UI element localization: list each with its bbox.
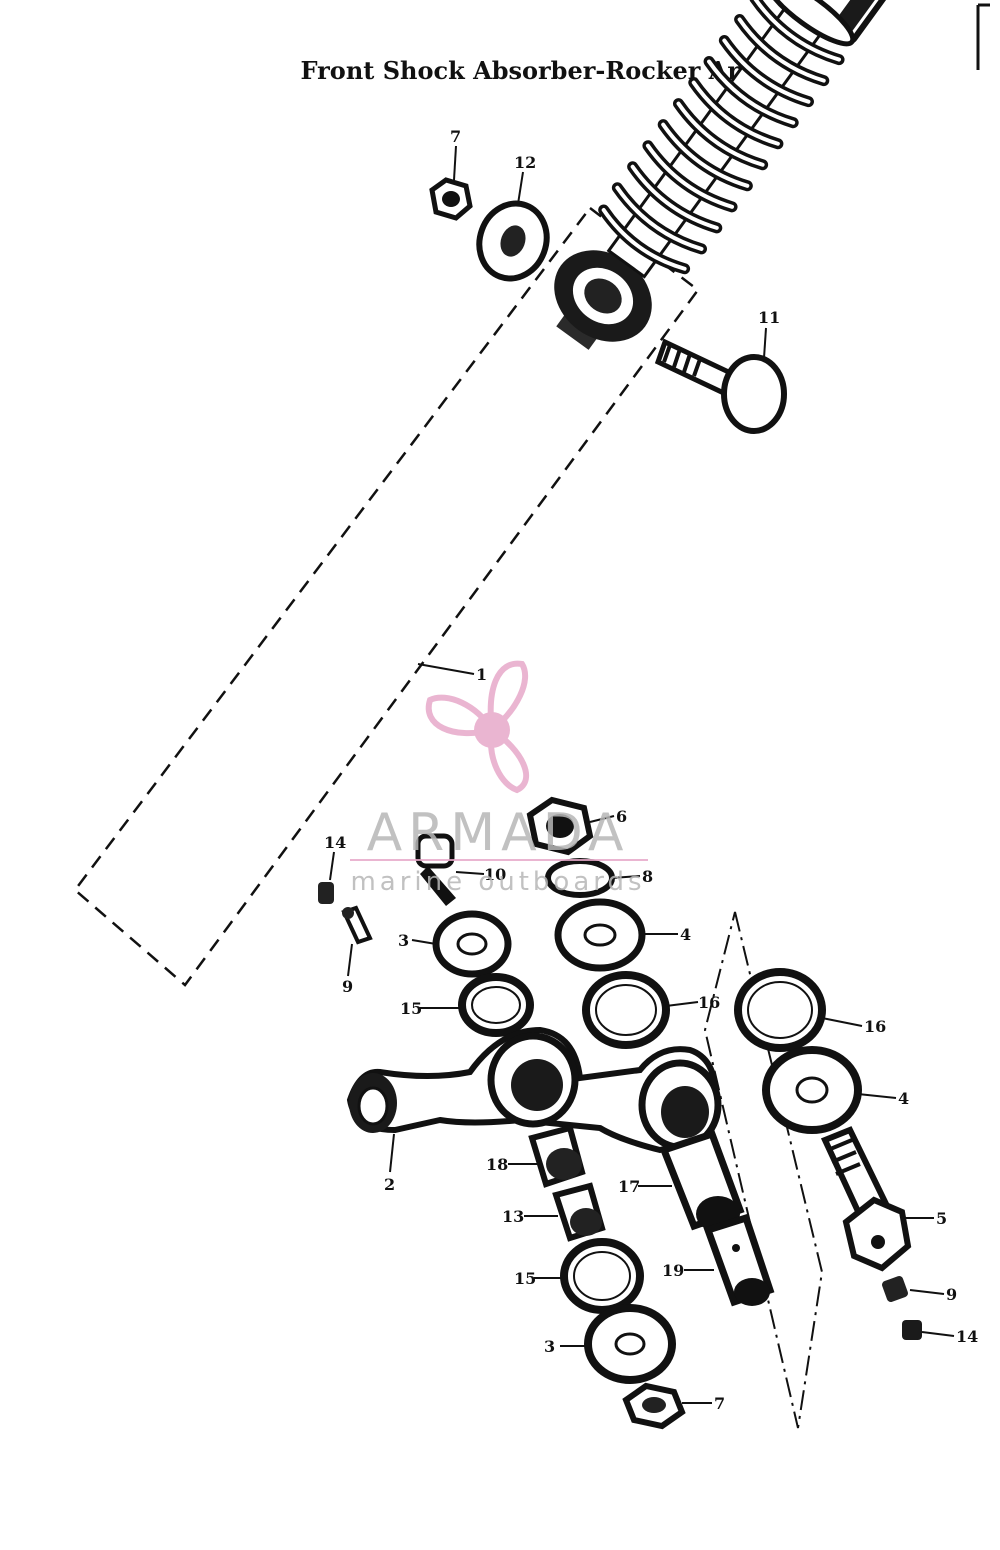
washer-4-right — [762, 1046, 862, 1134]
seal-ring-15-lower — [560, 1238, 644, 1314]
callout-labels: 7 12 11 1 6 10 8 14 9 3 4 15 16 16 4 2 1… — [324, 127, 978, 1413]
callout-18: 18 — [486, 1155, 508, 1174]
callout-10: 10 — [484, 865, 506, 884]
callout-1: 1 — [476, 665, 487, 684]
callout-9-upper: 9 — [342, 977, 353, 996]
callout-4-right: 4 — [898, 1089, 909, 1108]
bushing-13 — [552, 1182, 606, 1242]
callout-14-lower: 14 — [956, 1327, 978, 1346]
callout-13: 13 — [502, 1207, 524, 1226]
callout-17: 17 — [618, 1177, 640, 1196]
seal-ring-16-right — [734, 968, 826, 1052]
callout-6: 6 — [616, 807, 627, 826]
leader-lines — [329, 145, 955, 1404]
nut-6 — [526, 796, 594, 856]
page-edge-mark — [976, 3, 990, 70]
rocker-arm-2 — [346, 1026, 722, 1154]
callout-16-middle: 16 — [698, 993, 720, 1012]
callout-7-top: 7 — [450, 127, 461, 146]
callout-15-lower: 15 — [514, 1269, 536, 1288]
pivot-bolt-5 — [820, 1126, 912, 1272]
callout-3-upper: 3 — [398, 931, 409, 950]
callout-8: 8 — [642, 867, 653, 886]
callout-11: 11 — [758, 308, 780, 327]
propeller-icon — [425, 660, 530, 794]
bolt-10 — [415, 833, 456, 906]
watermark-brand: ARMADA — [367, 803, 630, 863]
callout-19: 19 — [662, 1261, 684, 1280]
washer-12 — [476, 200, 550, 282]
page-title: Front Shock Absorber-Rocker Arm — [300, 56, 766, 85]
callout-3-lower: 3 — [544, 1337, 555, 1356]
shock-absorber-group-outline — [73, 206, 700, 987]
shock-spring — [598, 0, 845, 279]
bushing-18 — [528, 1124, 586, 1188]
shock-absorber — [554, 0, 999, 350]
nut-top — [429, 177, 473, 221]
armada-watermark: ARMADA marine outboards — [350, 660, 648, 897]
plug-14 — [318, 882, 334, 904]
pivot-group-outline — [703, 911, 824, 1429]
plug-14-lower — [902, 1320, 922, 1340]
callout-2: 2 — [384, 1175, 395, 1194]
sleeve-19 — [703, 1213, 775, 1307]
callout-16-right: 16 — [864, 1017, 886, 1036]
bushing-17 — [659, 1129, 745, 1232]
callout-7-bottom: 7 — [714, 1394, 725, 1413]
grease-fitting-9-lower — [882, 1276, 908, 1302]
callout-4-upper: 4 — [680, 925, 691, 944]
seal-ring-15-upper — [458, 973, 534, 1037]
mount-bolt-11 — [654, 338, 787, 434]
watermark-tagline: marine outboards — [350, 867, 645, 897]
callout-5: 5 — [936, 1209, 947, 1228]
washer-4-upper — [554, 898, 646, 972]
washer-3-upper — [432, 910, 512, 978]
nut-bottom — [622, 1382, 686, 1430]
callout-15-upper: 15 — [400, 999, 422, 1018]
seal-ring-16-middle — [582, 971, 670, 1049]
grease-fitting-9 — [341, 905, 373, 945]
washer-3-lower — [584, 1304, 676, 1384]
callout-9-lower: 9 — [946, 1285, 957, 1304]
callout-14-upper: 14 — [324, 833, 346, 852]
callout-12: 12 — [514, 153, 536, 172]
